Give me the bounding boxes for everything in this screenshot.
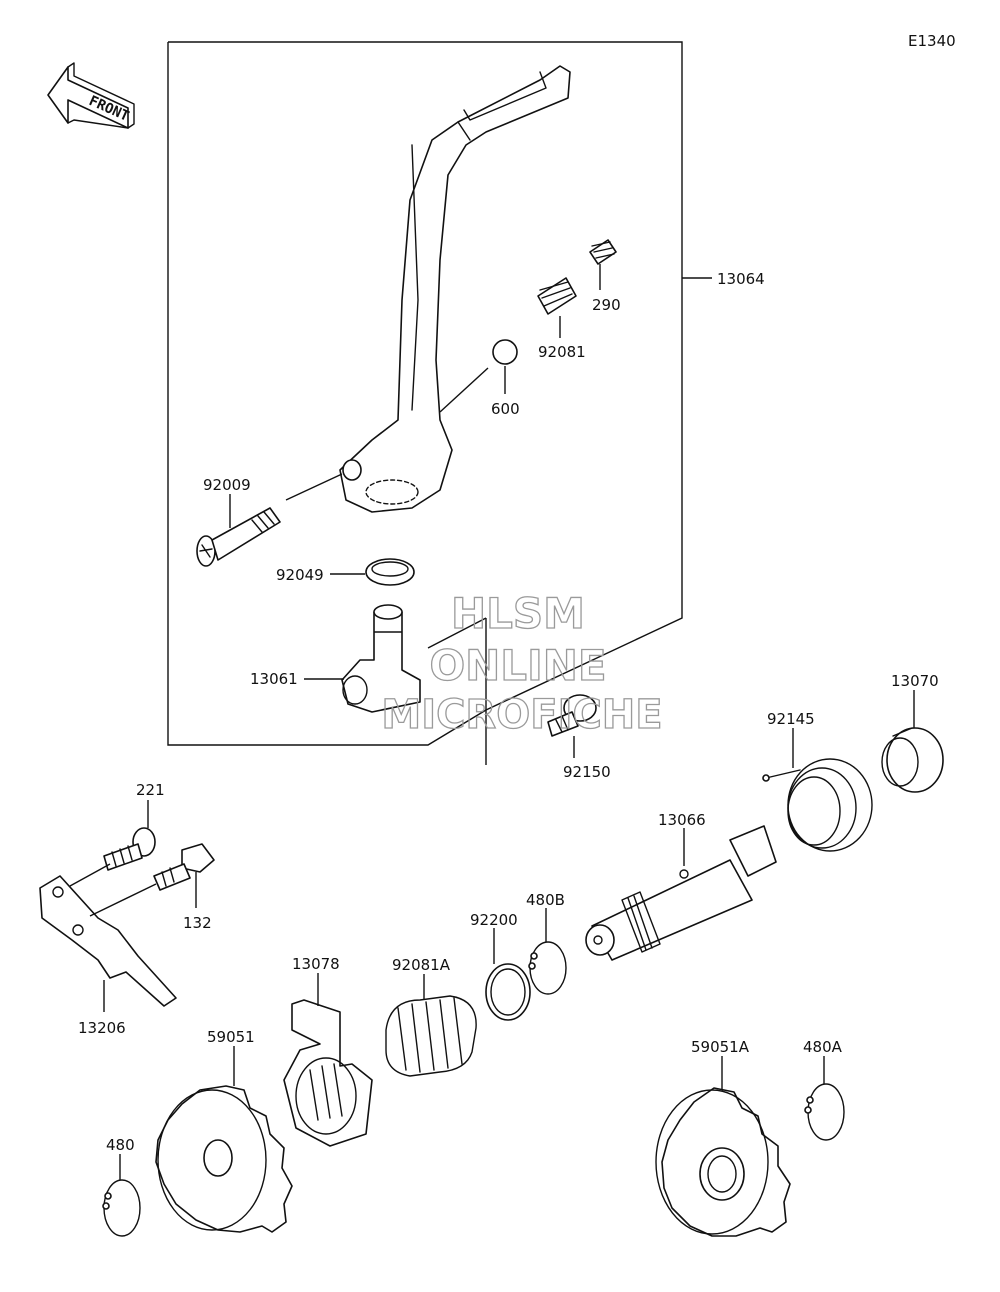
- steel-ball-600: [492, 339, 518, 365]
- bolt-221: [103, 827, 156, 871]
- kick-pedal-lever: [339, 65, 571, 513]
- part-label: 13078: [292, 955, 340, 973]
- circlip-480: [102, 1179, 141, 1237]
- gear-59051A: [655, 1087, 791, 1237]
- part-label: 92009: [203, 476, 251, 494]
- ratchet-13078: [283, 999, 373, 1147]
- spring-92081A: [385, 995, 477, 1077]
- leader-lines: [103, 264, 915, 1180]
- part-label: 480: [106, 1136, 135, 1154]
- part-label: 92049: [276, 566, 324, 584]
- spring-92145: [762, 758, 873, 852]
- bolt-92009: [196, 507, 281, 567]
- part-label: 221: [136, 781, 165, 799]
- part-label: 92081A: [392, 956, 451, 974]
- part-label: 92081: [538, 343, 586, 361]
- diagram-code: E1340: [908, 32, 956, 50]
- part-label: 92150: [563, 763, 611, 781]
- kick-boss-13061: [341, 604, 421, 713]
- front-arrow-icon: FRONT: [47, 62, 135, 129]
- watermark-line1: HLSM: [451, 589, 585, 638]
- part-labels: 13064 290 92081 600 92009 92049 13061 92…: [78, 270, 939, 1154]
- part-label: 13070: [891, 672, 939, 690]
- washer-92200: [485, 963, 531, 1021]
- spring-92081: [537, 277, 577, 315]
- part-label: 92145: [767, 710, 815, 728]
- ratchet-guide-13206: [39, 875, 177, 1007]
- bolt-132: [153, 843, 215, 891]
- part-label: 600: [491, 400, 520, 418]
- part-label: 290: [592, 296, 621, 314]
- part-label: 132: [183, 914, 212, 932]
- part-label: 13061: [250, 670, 298, 688]
- part-label: 480B: [526, 891, 565, 909]
- watermark-line2: ONLINE: [429, 641, 606, 690]
- part-label: 59051A: [691, 1038, 750, 1056]
- kick-shaft-13066: [585, 825, 777, 961]
- gear-59051: [155, 1085, 293, 1233]
- circlip-480A: [804, 1083, 845, 1141]
- part-label: 480A: [803, 1038, 843, 1056]
- watermark: HLSM ONLINE MICROFICHE: [381, 588, 664, 738]
- bolt-92150: [547, 694, 597, 737]
- circlip-480B: [528, 941, 567, 995]
- part-label: 13064: [717, 270, 765, 288]
- part-label: 13206: [78, 1019, 126, 1037]
- part-label: 13066: [658, 811, 706, 829]
- spring-290: [589, 239, 617, 265]
- watermark-line3: MICROFICHE: [381, 692, 662, 738]
- collar-13070: [881, 727, 944, 793]
- washer-92049: [365, 558, 415, 586]
- part-label: 59051: [207, 1028, 255, 1046]
- front-label: FRONT: [86, 93, 131, 125]
- part-label: 92200: [470, 911, 518, 929]
